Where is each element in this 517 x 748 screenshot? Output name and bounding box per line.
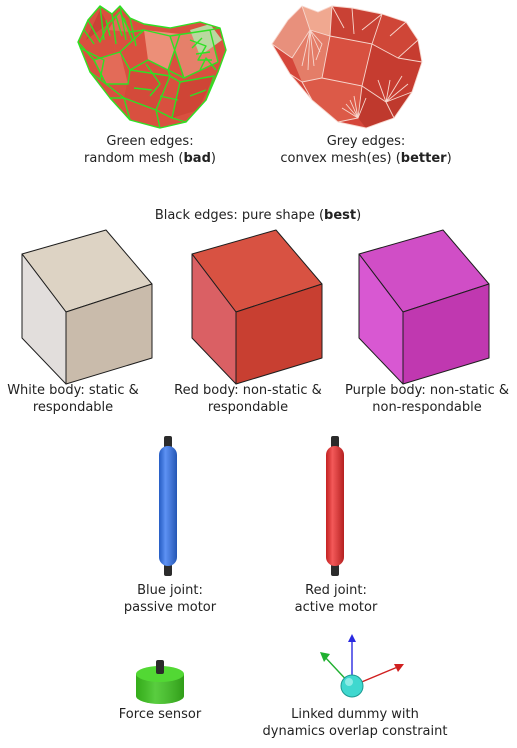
- purple-body-cube: [358, 229, 490, 385]
- random-mesh-caption-bold: bad: [183, 151, 211, 166]
- convex-mesh-grey-edges: [271, 5, 423, 129]
- white-body-cube-front: [65, 283, 153, 385]
- red-joint-caption-line1: Red joint:: [305, 583, 367, 598]
- force-sensor-caption: Force sensor: [100, 706, 220, 723]
- linked-dummy-caption-line2: dynamics overlap constraint: [262, 724, 448, 739]
- red-joint-top-pin: [331, 436, 339, 448]
- dummy-sphere-highlight: [345, 678, 353, 686]
- blue-joint-figure: [159, 436, 177, 576]
- blue-joint-shading: [159, 446, 177, 566]
- dummy-y-arrowhead: [320, 652, 330, 662]
- dummy-z-arrowhead: [348, 634, 356, 642]
- pure-shape-caption-prefix: Black edges: pure shape (: [154, 208, 325, 223]
- convex-mesh-caption-suffix: ): [446, 151, 452, 166]
- red-joint-figure: [326, 436, 344, 576]
- force-sensor-figure: [136, 660, 184, 704]
- purple-body-cube-front: [402, 283, 490, 385]
- red-joint-bottom-pin: [331, 564, 339, 576]
- random-mesh-shape: [78, 6, 226, 128]
- convex-mesh-caption-line1: Grey edges:: [326, 134, 406, 149]
- purple-body-caption: Purple body: non-static & non-respondabl…: [340, 382, 514, 416]
- red-body-caption-line2: respondable: [207, 400, 289, 415]
- random-mesh-caption-suffix: ): [210, 151, 216, 166]
- red-body-caption-line1: Red body: non-static &: [174, 383, 322, 398]
- convex-mesh-figure: [271, 5, 423, 129]
- convex-mesh-caption-prefix: convex mesh(es) (: [280, 151, 401, 166]
- convex-mesh-caption: Grey edges: convex mesh(es) (better): [272, 133, 460, 167]
- force-sensor-caption-text: Force sensor: [118, 707, 202, 722]
- convex-mesh-shape: [272, 6, 422, 128]
- white-body-caption-line2: respondable: [32, 400, 114, 415]
- pure-shape-caption-bold: best: [324, 208, 357, 223]
- blue-joint-caption-line2: passive motor: [123, 600, 217, 615]
- random-mesh-caption: Green edges: random mesh (bad): [80, 133, 220, 167]
- red-body-caption: Red body: non-static & respondable: [168, 382, 328, 416]
- blue-joint-caption: Blue joint: passive motor: [110, 582, 230, 616]
- red-joint-caption-line2: active motor: [294, 600, 378, 615]
- red-body-cube: [191, 229, 323, 385]
- purple-body-caption-line1: Purple body: non-static &: [345, 383, 509, 398]
- force-sensor-pin: [156, 660, 164, 674]
- random-mesh-green-edges: [77, 5, 227, 129]
- linked-dummy-caption: Linked dummy with dynamics overlap const…: [260, 706, 450, 740]
- white-body-caption: White body: static & respondable: [0, 382, 146, 416]
- linked-dummy-caption-line1: Linked dummy with: [291, 707, 419, 722]
- blue-joint-bottom-pin: [164, 564, 172, 576]
- linked-dummy-figure: [320, 634, 404, 698]
- pure-shape-caption: Black edges: pure shape (best): [108, 207, 408, 224]
- red-joint-caption: Red joint: active motor: [276, 582, 396, 616]
- random-mesh-figure: [77, 5, 227, 129]
- white-body-cube: [21, 229, 153, 385]
- blue-joint-top-pin: [164, 436, 172, 448]
- force-sensor-shading: [136, 674, 184, 704]
- pure-shape-caption-suffix: ): [356, 208, 362, 223]
- white-body-caption-line1: White body: static &: [7, 383, 139, 398]
- convex-mesh-caption-bold: better: [400, 151, 447, 166]
- dummy-sphere-rim: [340, 674, 364, 698]
- random-mesh-caption-line1: Green edges:: [106, 134, 194, 149]
- dummy-x-arrowhead: [394, 664, 404, 672]
- blue-joint-caption-line1: Blue joint:: [137, 583, 203, 598]
- red-body-cube-front: [235, 283, 323, 385]
- random-mesh-caption-prefix: random mesh (: [84, 151, 184, 166]
- red-joint-shading: [326, 446, 344, 566]
- purple-body-caption-line2: non-respondable: [372, 400, 482, 415]
